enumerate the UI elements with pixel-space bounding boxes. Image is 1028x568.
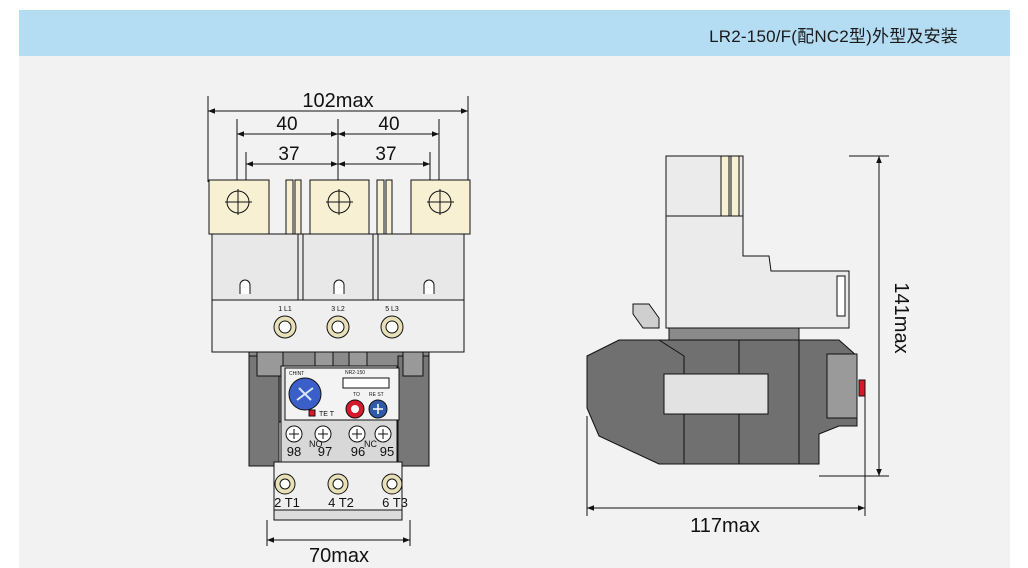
aux-number-98: 98: [287, 444, 301, 459]
aux-number-97: 97: [318, 444, 332, 459]
reset-label-to: TO: [353, 392, 360, 398]
dim-bottom-width: 70max: [309, 545, 369, 567]
test-label: TE T: [319, 411, 335, 418]
line-terminal-strip: [211, 299, 465, 353]
header-bar: LR2-150/F(配NC2型)外型及安装: [19, 10, 1010, 56]
dim-pitch-left: 40: [276, 114, 297, 135]
dim-pitch-right: 40: [378, 114, 399, 135]
front-view: 102max 40 40 37 37: [207, 90, 471, 567]
technical-drawing: 102max 40 40 37 37: [207, 90, 912, 567]
terminal-lugs: [208, 179, 471, 235]
side-view: [586, 155, 889, 516]
side-red-indicator: [858, 379, 866, 397]
terminal-label-l2: 3 L2: [331, 306, 345, 313]
dim-overall-width: 102max: [302, 90, 373, 112]
side-upper-housing: [665, 155, 850, 329]
model-label: NR2-150: [345, 370, 365, 376]
terminal-label-l3: 5 L3: [385, 306, 399, 313]
front-top-dimensions: [207, 96, 469, 182]
bottom-terminal-screws: [274, 473, 403, 495]
aux-number-95: 95: [380, 444, 394, 459]
dim-depth: 117max: [690, 515, 760, 537]
terminal-label-t2: 4 T2: [328, 495, 354, 510]
dim-inner-left: 37: [278, 144, 299, 165]
page-title: LR2-150/F(配NC2型)外型及安装: [709, 27, 958, 46]
aux-type-nc: NC: [364, 439, 377, 449]
aux-contact-screws: [285, 425, 392, 443]
diagram-panel: LR2-150/F(配NC2型)外型及安装: [19, 10, 1010, 568]
top-terminal-screws: [273, 315, 404, 339]
test-button-indicator: [308, 409, 316, 417]
terminal-label-l1: 1 L1: [278, 306, 292, 313]
terminal-label-t1: 2 T1: [274, 495, 300, 510]
reset-label-reset: RE ST: [369, 392, 384, 398]
aux-number-96: 96: [351, 444, 365, 459]
dim-height: 141max: [890, 282, 912, 353]
brand-label: CHINT: [289, 371, 304, 377]
terminal-label-t3: 6 T3: [382, 495, 408, 510]
dim-inner-right: 37: [375, 144, 396, 165]
aux-type-no: NO: [309, 439, 323, 449]
